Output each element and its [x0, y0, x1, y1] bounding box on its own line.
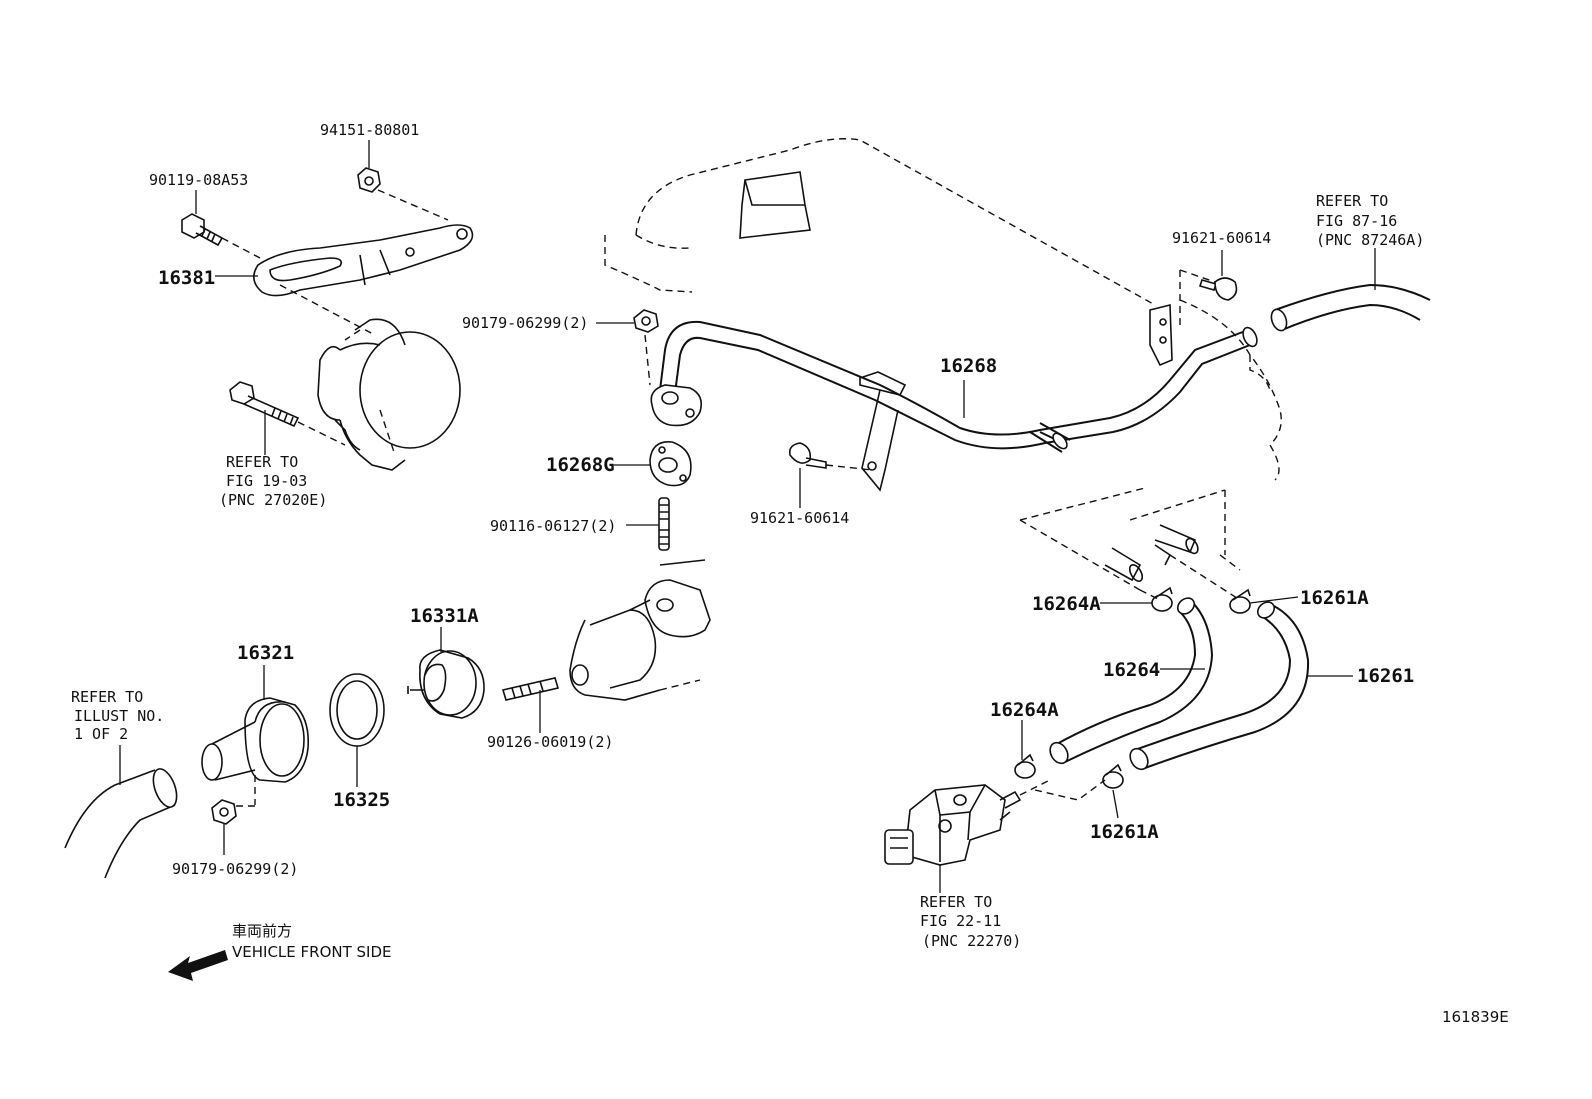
- label-direction-en: VEHICLE FRONT SIDE: [232, 943, 392, 961]
- bolt-fig-19-03: [229, 381, 300, 428]
- label-16264A-top: 16264A: [1032, 593, 1101, 615]
- labels: 94151-80801 90119-08A53 16381 REFER TO F…: [71, 121, 1509, 1026]
- label-16268G: 16268G: [546, 454, 615, 476]
- stud-90126-06019: [501, 677, 560, 701]
- pump-assembly: [317, 318, 461, 471]
- valve-fig-22-11: [884, 779, 1106, 866]
- diagram-code: 161839E: [1442, 1008, 1509, 1026]
- label-ref22-line3: (PNC 22270): [922, 932, 1021, 950]
- nut-90179-06299-lower: [211, 799, 255, 825]
- label-90179-06299-pipe: 90179-06299(2): [462, 314, 588, 332]
- nut-90179-06299-pipe: [633, 309, 659, 386]
- stud-90116-06127: [658, 497, 670, 551]
- thermostat-housing-engine: [569, 559, 711, 701]
- label-16268: 16268: [940, 355, 997, 377]
- label-16325: 16325: [333, 789, 390, 811]
- nut-94151-80801: [357, 167, 381, 193]
- hose-illust-1: [64, 768, 178, 879]
- clamp-16261A-bot: [1102, 763, 1124, 789]
- label-16261A-bot: 16261A: [1090, 821, 1159, 843]
- water-pipe-16268: [650, 303, 1258, 492]
- label-refIl-line3: 1 OF 2: [74, 725, 128, 743]
- label-refIl-line2: ILLUST NO.: [74, 707, 164, 725]
- bolt-91621-top: [1179, 269, 1238, 330]
- bolt-90119-08A53: [181, 213, 224, 247]
- label-ref87-line2: FIG 87-16: [1316, 212, 1397, 230]
- label-ref87-line3: (PNC 87246A): [1316, 231, 1424, 249]
- label-direction-jp: 車両前方: [232, 922, 292, 940]
- clamp-16264A-top: [1151, 586, 1173, 612]
- label-ref19-line1: REFER TO: [226, 453, 298, 471]
- label-16264: 16264: [1103, 659, 1160, 681]
- label-16264A-bot: 16264A: [990, 699, 1059, 721]
- label-90126-06019: 90126-06019(2): [487, 733, 613, 751]
- label-16261: 16261: [1357, 665, 1414, 687]
- label-ref19-line2: FIG 19-03: [226, 472, 307, 490]
- label-ref87-line1: REFER TO: [1316, 192, 1388, 210]
- label-90179-06299-lower: 90179-06299(2): [172, 860, 298, 878]
- water-inlet-16321: [201, 697, 310, 805]
- label-ref22-line1: REFER TO: [920, 893, 992, 911]
- gasket-16268G: [649, 441, 692, 487]
- label-16261A-top: 16261A: [1300, 587, 1369, 609]
- label-91621-top: 91621-60614: [1172, 229, 1271, 247]
- direction-arrow-icon: [168, 950, 228, 981]
- label-90116-06127: 90116-06127(2): [490, 517, 616, 535]
- label-90119-08A53: 90119-08A53: [149, 171, 248, 189]
- clamp-16261A-top: [1229, 588, 1251, 614]
- label-refIl-line1: REFER TO: [71, 688, 143, 706]
- pipe-stubs: [1104, 524, 1241, 601]
- bolt-91621-mid: [788, 442, 873, 471]
- hose-16261: [1129, 601, 1310, 771]
- leader-lines: [119, 140, 1376, 893]
- hose-fig-87-16: [1270, 283, 1431, 332]
- label-16331A: 16331A: [410, 605, 479, 627]
- label-ref22-line2: FIG 22-11: [920, 912, 1001, 930]
- label-16381: 16381: [158, 267, 215, 289]
- label-94151-80801: 94151-80801: [320, 121, 419, 139]
- thermostat-16331A: [407, 649, 485, 719]
- hose-16264: [1049, 597, 1214, 765]
- engine-outline: [604, 138, 1282, 591]
- dashed-guides-left: [221, 189, 449, 446]
- label-ref19-line3: (PNC 27020E): [219, 491, 327, 509]
- ring-16325: [329, 673, 385, 747]
- clamp-16264A-bot: [1014, 753, 1036, 779]
- bracket-16381: [253, 224, 474, 297]
- label-16321: 16321: [237, 642, 294, 664]
- label-91621-mid: 91621-60614: [750, 509, 849, 527]
